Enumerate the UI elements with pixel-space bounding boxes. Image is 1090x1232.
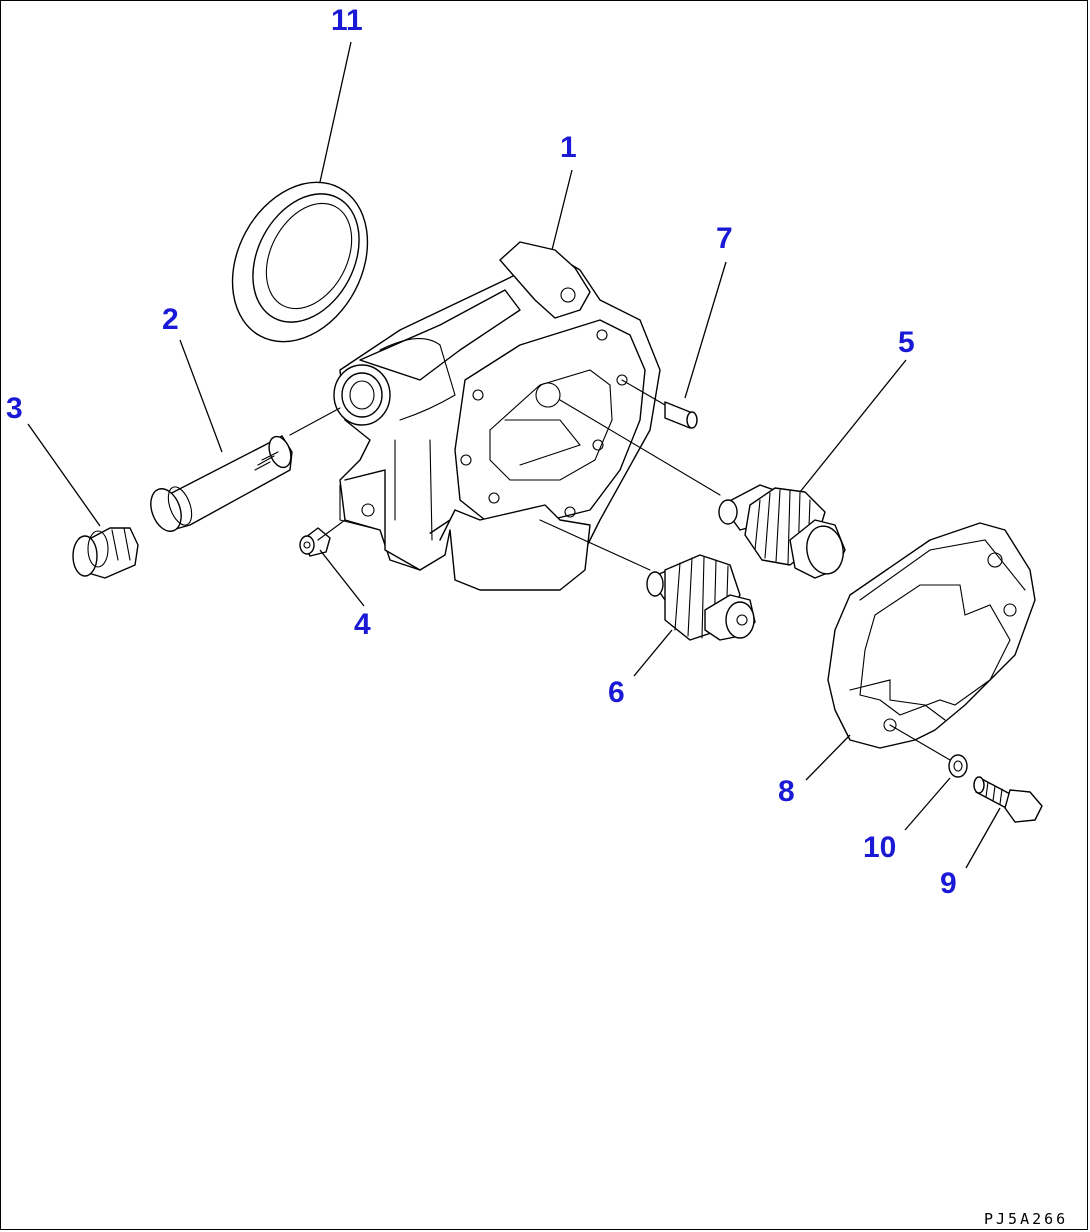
part-2-valve-spool [150, 435, 293, 532]
part-8-cover [827, 522, 1036, 749]
part-5-drive-gear [718, 484, 846, 579]
callout-9: 9 [940, 867, 957, 900]
callout-4: 4 [354, 608, 371, 641]
part-6-driven-gear [646, 554, 756, 641]
assembly-centerlines [289, 379, 951, 761]
part-1-pump-body [333, 241, 661, 591]
callout-6: 6 [608, 676, 625, 709]
callout-3: 3 [6, 392, 23, 425]
callout-11: 11 [331, 4, 363, 37]
part-7-dowel-pin [664, 401, 698, 429]
part-10-washer [948, 754, 968, 778]
callout-7: 7 [716, 222, 733, 255]
part-4-small-plug [299, 527, 331, 557]
callout-5: 5 [898, 326, 915, 359]
callout-10: 10 [863, 831, 896, 864]
drawing-code: PJ5A266 [984, 1210, 1068, 1228]
part-11-seal-ring [231, 181, 369, 343]
callout-8: 8 [778, 775, 795, 808]
callout-2: 2 [162, 303, 179, 336]
callout-1: 1 [560, 131, 577, 164]
part-9-bolt [973, 776, 1043, 823]
leader-lines [27, 41, 1001, 869]
callout-labels: 11 1 2 3 4 5 6 7 8 10 9 [6, 4, 957, 900]
part-3-plug [72, 527, 139, 579]
